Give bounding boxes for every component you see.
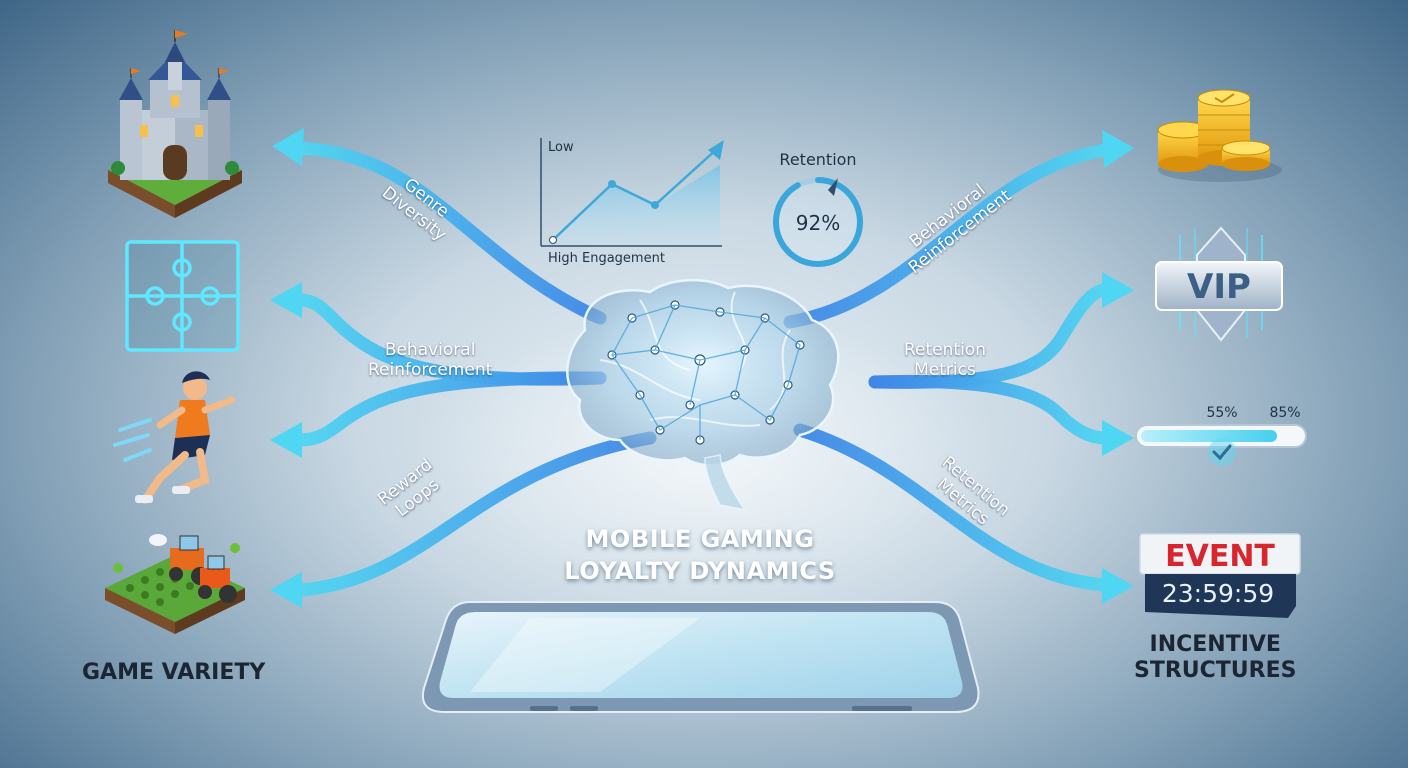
retention-gauge-value: 92%: [796, 211, 840, 235]
left-caption-text: GAME VARIETY: [82, 660, 266, 685]
farm-icon: [105, 534, 245, 634]
vip-badge: VIP: [1155, 226, 1283, 342]
right-caption-line1: INCENTIVE: [1149, 632, 1281, 657]
arrow-reward-loops: [270, 431, 657, 608]
label-behavioral-left-line1: Behavioral: [384, 340, 476, 360]
progress-label-a: 55%: [1206, 405, 1237, 421]
retention-gauge: Retention 92%: [773, 150, 863, 267]
vip-text: VIP: [1187, 267, 1251, 307]
retention-gauge-arc: [773, 177, 863, 267]
progress-fill: [1141, 430, 1277, 442]
right-caption-line2: STRUCTURES: [1134, 658, 1297, 684]
label-behavioral-left: Behavioral Reinforcement: [368, 340, 492, 381]
retention-gauge-label: Retention: [779, 150, 856, 169]
center-glow: [404, 310, 1004, 630]
main-title-line2: LOYALTY DYNAMICS: [564, 556, 836, 585]
main-title-line1: MOBILE GAMING: [585, 525, 815, 553]
event-timer: 23:59:59: [1162, 579, 1274, 608]
progress-label-b: 85%: [1269, 405, 1300, 421]
event-title: EVENT: [1165, 539, 1275, 574]
label-retention-right-line2: Metrics: [914, 360, 976, 381]
label-retention-right: Retention Metrics: [904, 340, 986, 381]
event-sign: EVENT 23:59:59: [1139, 533, 1301, 618]
progress-widget: 55% 85%: [1135, 405, 1307, 466]
runner-icon: [113, 371, 236, 504]
right-column-caption: INCENTIVE STRUCTURES: [1134, 632, 1297, 685]
puzzle-icon: [125, 240, 240, 352]
arrow-behavioral-left: [270, 282, 607, 458]
engagement-chart: Low High Engagement: [540, 138, 724, 266]
arrow-retention-right: [868, 272, 1134, 456]
arrow-retention-lower: [793, 423, 1134, 604]
left-column-caption: GAME VARIETY: [82, 660, 265, 686]
chart-bottom-label: High Engagement: [548, 251, 665, 266]
main-title: MOBILE GAMING LOYALTY DYNAMICS: [520, 524, 880, 587]
label-retention-right-line1: Retention: [904, 340, 986, 360]
castle-icon: [108, 30, 242, 218]
label-behavioral-left-line2: Reinforcement: [368, 360, 493, 381]
chart-top-label: Low: [548, 140, 574, 155]
coins-icon: [1157, 89, 1282, 182]
brain-icon: [566, 278, 840, 512]
phone-icon: [422, 601, 980, 713]
arrow-behavioral-right: [783, 130, 1134, 329]
arrow-genre-diversity: [272, 128, 607, 325]
